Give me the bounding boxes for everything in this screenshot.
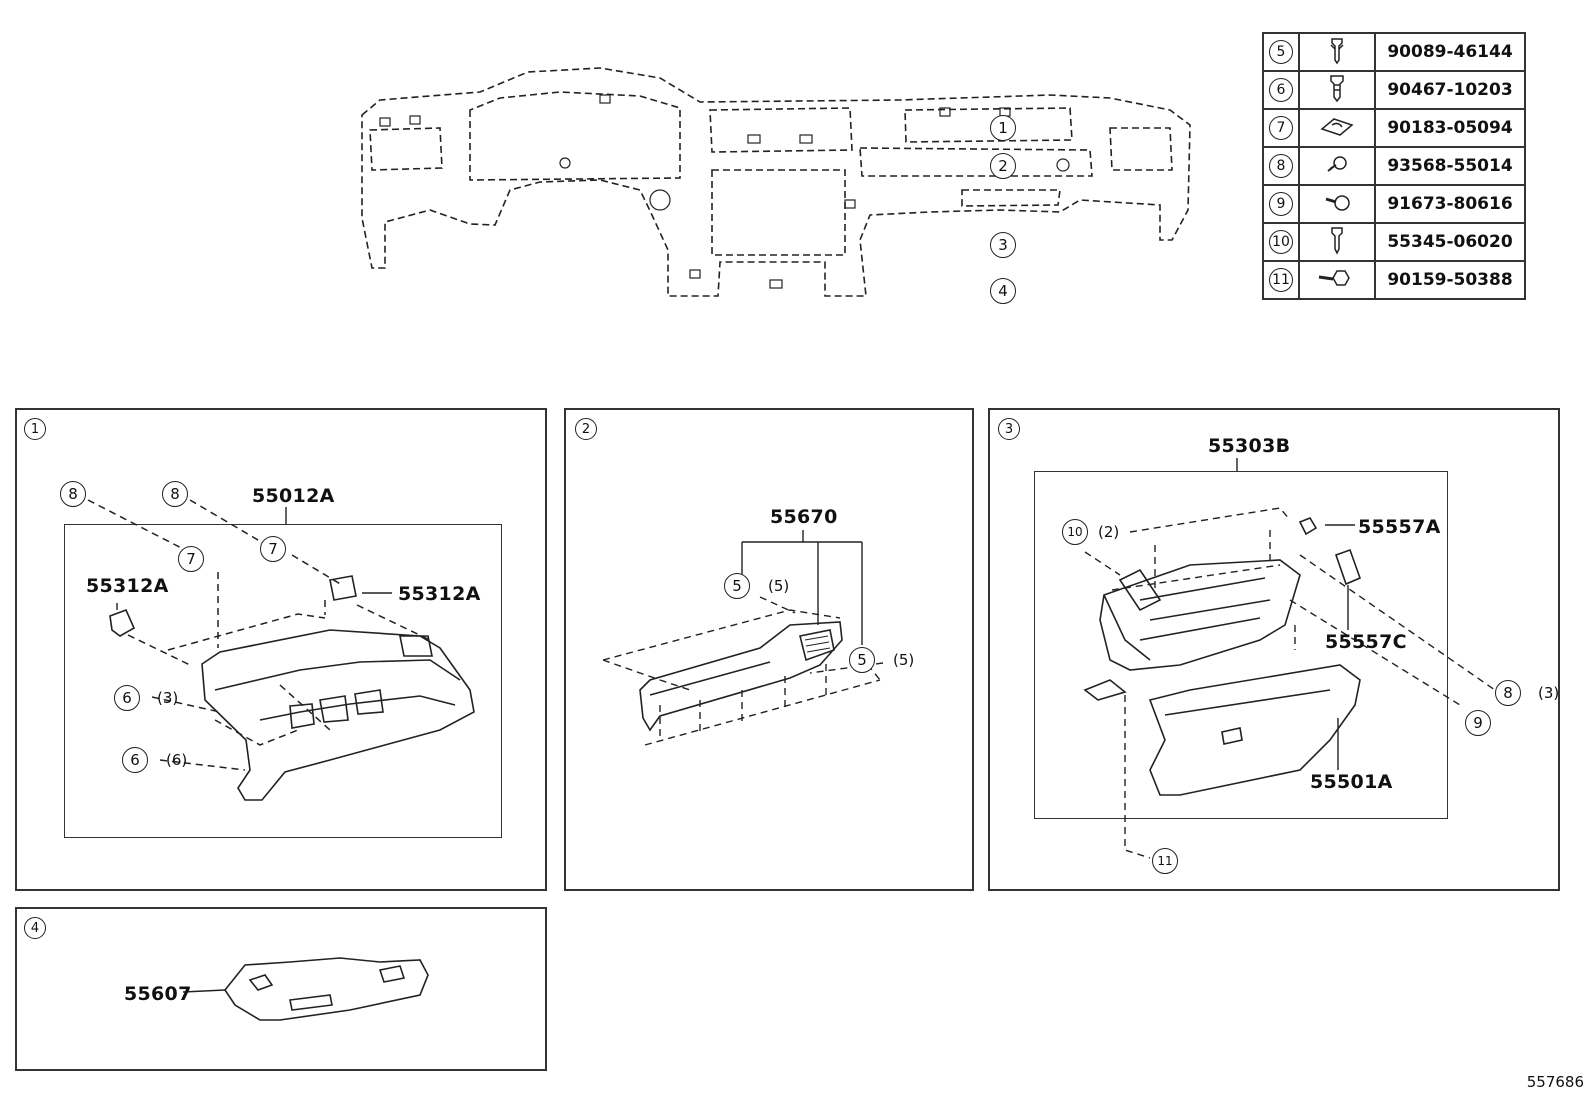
panel-3-qty-8: (3) bbox=[1538, 684, 1560, 702]
clip-icon bbox=[1330, 38, 1344, 65]
panel-3-id: 3 bbox=[998, 418, 1020, 440]
fastener-table: 5 90089-46144 6 90467-10203 7 90183-0509… bbox=[1262, 32, 1526, 300]
panel-1-ref-6a: 6 bbox=[114, 685, 140, 711]
panel-1-left-clip-number: 55312A bbox=[86, 575, 169, 597]
ref-circle: 5 bbox=[1269, 40, 1293, 64]
ref-circle: 10 bbox=[1269, 230, 1293, 254]
panel-1-ref-8a: 8 bbox=[60, 481, 86, 507]
panel-1-ref-7a: 7 bbox=[178, 546, 204, 572]
panel-3-assembly-frame bbox=[1034, 471, 1448, 819]
callout-label: 4 bbox=[998, 281, 1008, 300]
callout-label: 3 bbox=[998, 235, 1008, 254]
clip-icon bbox=[1331, 227, 1343, 255]
ref-label: 5 bbox=[732, 576, 742, 595]
screw-icon bbox=[1327, 156, 1347, 172]
screw-icon bbox=[1325, 195, 1350, 211]
panel-3-qty-10: (2) bbox=[1098, 523, 1120, 541]
panel-1-assembly-number: 55012A bbox=[252, 485, 335, 507]
ref-label: 9 bbox=[1473, 713, 1483, 732]
bolt-icon bbox=[1318, 270, 1350, 286]
panel-4-part-number: 55607 bbox=[124, 983, 192, 1005]
panel-1-ref-8b: 8 bbox=[162, 481, 188, 507]
part-number: 90089-46144 bbox=[1374, 32, 1526, 72]
panel-2-qty-5b: (5) bbox=[893, 651, 915, 669]
panel-1-right-clip-number: 55312A bbox=[398, 583, 481, 605]
overview-callout-1: 1 bbox=[990, 115, 1016, 141]
ref-label: 7 bbox=[186, 549, 196, 568]
panel-3-assembly-number: 55303B bbox=[1208, 435, 1291, 457]
callout-label: 1 bbox=[998, 118, 1008, 137]
ref-label: 5 bbox=[857, 650, 867, 669]
ref-label: 10 bbox=[1067, 525, 1083, 539]
table-row: 9 91673-80616 bbox=[1262, 184, 1526, 224]
panel-2-ref-5a: 5 bbox=[724, 573, 750, 599]
callout-label: 2 bbox=[998, 156, 1008, 175]
ref-circle: 11 bbox=[1269, 268, 1293, 292]
panel-3-damper-number: 55557C bbox=[1325, 631, 1407, 653]
ref-label: 8 bbox=[68, 484, 78, 503]
panel-3 bbox=[988, 408, 1560, 891]
panel-3-bulb-number: 55557A bbox=[1358, 516, 1441, 538]
part-number: 90183-05094 bbox=[1374, 108, 1526, 148]
part-number: 90467-10203 bbox=[1374, 70, 1526, 110]
ref-label: 6 bbox=[130, 750, 140, 769]
panel-3-ref-11: 11 bbox=[1152, 848, 1178, 874]
table-row: 6 90467-10203 bbox=[1262, 70, 1526, 110]
ref-circle: 6 bbox=[1269, 78, 1293, 102]
overview-callout-2: 2 bbox=[990, 153, 1016, 179]
panel-2-assembly-number: 55670 bbox=[770, 506, 838, 528]
panel-3-ref-8: 8 bbox=[1495, 680, 1521, 706]
part-number: 55345-06020 bbox=[1374, 222, 1526, 262]
panel-1 bbox=[15, 408, 547, 891]
nut-clip-icon bbox=[1320, 118, 1354, 136]
ref-label: 7 bbox=[268, 539, 278, 558]
ref-label: 6 bbox=[122, 688, 132, 707]
panel-1-id: 1 bbox=[24, 418, 46, 440]
panel-4 bbox=[15, 907, 547, 1071]
panel-3-ref-9: 9 bbox=[1465, 710, 1491, 736]
ref-label: 8 bbox=[1503, 683, 1513, 702]
panel-3-ref-10: 10 bbox=[1062, 519, 1088, 545]
panel-1-assembly-frame bbox=[64, 524, 502, 838]
ref-circle: 7 bbox=[1269, 116, 1293, 140]
panel-1-qty-6a: (3) bbox=[157, 689, 179, 707]
overview-callout-3: 3 bbox=[990, 232, 1016, 258]
diagram-id: 557686 bbox=[1526, 1073, 1584, 1091]
panel-id-label: 1 bbox=[30, 421, 40, 437]
panel-2-qty-5a: (5) bbox=[768, 577, 790, 595]
ref-circle: 9 bbox=[1269, 192, 1293, 216]
panel-2-id: 2 bbox=[575, 418, 597, 440]
table-row: 10 55345-06020 bbox=[1262, 222, 1526, 262]
panel-4-id: 4 bbox=[24, 917, 46, 939]
panel-1-ref-6b: 6 bbox=[122, 747, 148, 773]
table-row: 7 90183-05094 bbox=[1262, 108, 1526, 148]
overview-callout-4: 4 bbox=[990, 278, 1016, 304]
panel-id-label: 2 bbox=[581, 421, 591, 437]
table-row: 5 90089-46144 bbox=[1262, 32, 1526, 72]
table-row: 8 93568-55014 bbox=[1262, 146, 1526, 186]
panel-2-ref-5b: 5 bbox=[849, 647, 875, 673]
part-number: 93568-55014 bbox=[1374, 146, 1526, 186]
panel-id-label: 4 bbox=[30, 920, 40, 936]
table-row: 11 90159-50388 bbox=[1262, 260, 1526, 300]
part-number: 91673-80616 bbox=[1374, 184, 1526, 224]
clip-icon bbox=[1330, 75, 1344, 103]
ref-label: 8 bbox=[170, 484, 180, 503]
part-number: 90159-50388 bbox=[1374, 260, 1526, 300]
ref-circle: 8 bbox=[1269, 154, 1293, 178]
panel-1-ref-7b: 7 bbox=[260, 536, 286, 562]
panel-3-door-number: 55501A bbox=[1310, 771, 1393, 793]
ref-label: 11 bbox=[1157, 854, 1173, 868]
panel-1-qty-6b: (6) bbox=[166, 751, 188, 769]
panel-2 bbox=[564, 408, 974, 891]
panel-id-label: 3 bbox=[1004, 421, 1014, 437]
